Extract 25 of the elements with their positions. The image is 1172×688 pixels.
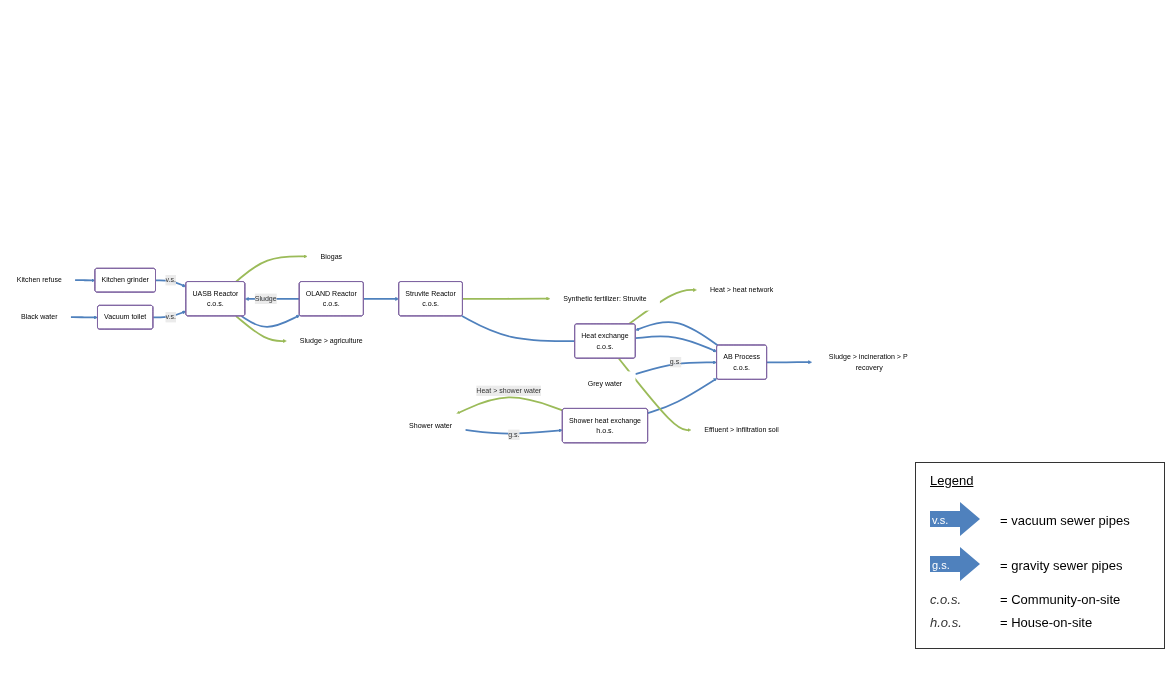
arrow [647,378,718,415]
arrow [69,315,98,320]
arrow [617,357,692,433]
pipe-abbreviation: g.s. [932,559,950,571]
legend-text: = gravity sewer pipes [1000,558,1123,573]
pipe-abbreviation: v.s. [932,514,949,526]
arrow [235,254,308,283]
arrow [240,315,300,328]
arrow [635,321,719,347]
arrow [456,396,564,415]
arrow [464,428,563,435]
legend-text: = Community-on-site [1000,592,1121,607]
legend-text: = vacuum sewer pipes [1000,513,1130,528]
arrow [634,335,717,353]
arrow [634,360,717,376]
legend-text: = House-on-site [1000,615,1093,630]
connector [460,315,576,343]
arrow [765,360,813,365]
abbreviation: h.o.s. [930,615,962,630]
legend-title: Legend [930,473,974,488]
arrow [461,297,551,301]
arrow [235,315,287,344]
arrow [362,297,400,302]
abbreviation: c.o.s. [930,592,962,607]
arrow [74,278,96,283]
